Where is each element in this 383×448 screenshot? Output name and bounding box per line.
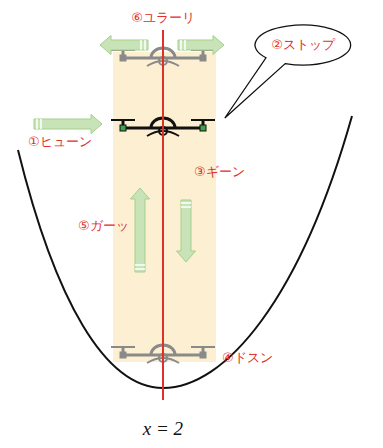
parabola: [18, 116, 352, 388]
motion-arrow: [131, 188, 150, 272]
motion-arrow: [178, 36, 224, 55]
bubble-text: ②ストップ: [271, 37, 335, 53]
motion-label: ④ドスン: [222, 350, 273, 366]
speech-bubble: ②ストップ: [254, 24, 352, 66]
axis-line: [162, 30, 164, 400]
axis-equation: x = 2: [143, 418, 183, 441]
motion-arrow: [34, 115, 102, 134]
motion-band: [113, 52, 216, 362]
motion-label: ⑥ユラーリ: [131, 10, 195, 26]
motion-arrows: [34, 36, 224, 273]
motion-arrow: [177, 200, 196, 262]
motion-label: ③ギーン: [194, 164, 245, 180]
bubble-shape: [225, 25, 351, 118]
motion-arrow: [100, 36, 148, 55]
motion-label: ⑤ガーッ: [78, 218, 129, 234]
motion-label: ①ヒューン: [28, 134, 92, 150]
